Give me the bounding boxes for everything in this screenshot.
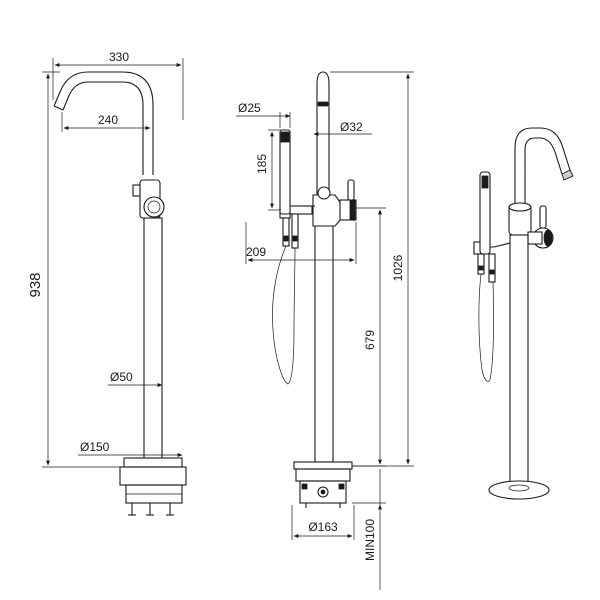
side-hose-connector-a bbox=[282, 217, 290, 247]
side-view: Ø25 Ø32 185 209 679 1026 Ø163 MIN10 bbox=[236, 71, 414, 590]
side-lever bbox=[347, 179, 355, 201]
persp-lever bbox=[539, 205, 547, 229]
dim-label-min100: MIN100 bbox=[363, 519, 377, 561]
dim-label-330: 330 bbox=[109, 50, 129, 64]
dim-label-240: 240 bbox=[98, 113, 118, 127]
front-spout-tip bbox=[53, 105, 64, 111]
dim-label-938: 938 bbox=[27, 272, 44, 297]
dim-label-d32: Ø32 bbox=[340, 120, 363, 134]
front-handle-knob bbox=[143, 196, 165, 218]
dim-label-d50: Ø50 bbox=[110, 370, 133, 384]
dim-label-185: 185 bbox=[255, 154, 269, 174]
side-base-plate bbox=[293, 461, 353, 470]
dim-label-d150: Ø150 bbox=[80, 440, 110, 454]
persp-column bbox=[509, 234, 529, 491]
front-column bbox=[143, 217, 163, 459]
front-base-plate bbox=[123, 457, 183, 468]
side-spout bbox=[316, 71, 330, 200]
side-column bbox=[314, 199, 334, 463]
dim-label-1026: 1026 bbox=[391, 254, 405, 281]
front-lever bbox=[132, 184, 141, 197]
dim-label-d25: Ø25 bbox=[238, 101, 261, 115]
persp-hand-shower bbox=[479, 171, 491, 255]
side-mounting-box bbox=[299, 480, 347, 504]
side-hose-connector-b bbox=[291, 213, 299, 249]
front-base-flange bbox=[119, 466, 187, 486]
dim-label-d163: Ø163 bbox=[308, 520, 338, 534]
side-spout-aerator bbox=[317, 101, 329, 107]
front-view: 330 240 938 Ø50 Ø150 bbox=[27, 50, 187, 516]
persp-base-disk bbox=[488, 480, 550, 500]
side-hand-shower-head bbox=[280, 131, 290, 143]
side-hose bbox=[272, 245, 296, 385]
side-base-flange bbox=[295, 468, 351, 482]
persp-spout bbox=[514, 127, 571, 208]
persp-hand-shower-head bbox=[481, 175, 489, 189]
side-handle-body bbox=[312, 194, 343, 227]
side-hand-shower bbox=[279, 129, 291, 215]
front-spout bbox=[53, 71, 154, 175]
dim-label-209: 209 bbox=[246, 245, 266, 259]
persp-hose bbox=[478, 273, 494, 382]
persp-spout-tip bbox=[561, 169, 574, 181]
perspective-view bbox=[473, 127, 574, 500]
dim-label-679: 679 bbox=[363, 330, 377, 350]
